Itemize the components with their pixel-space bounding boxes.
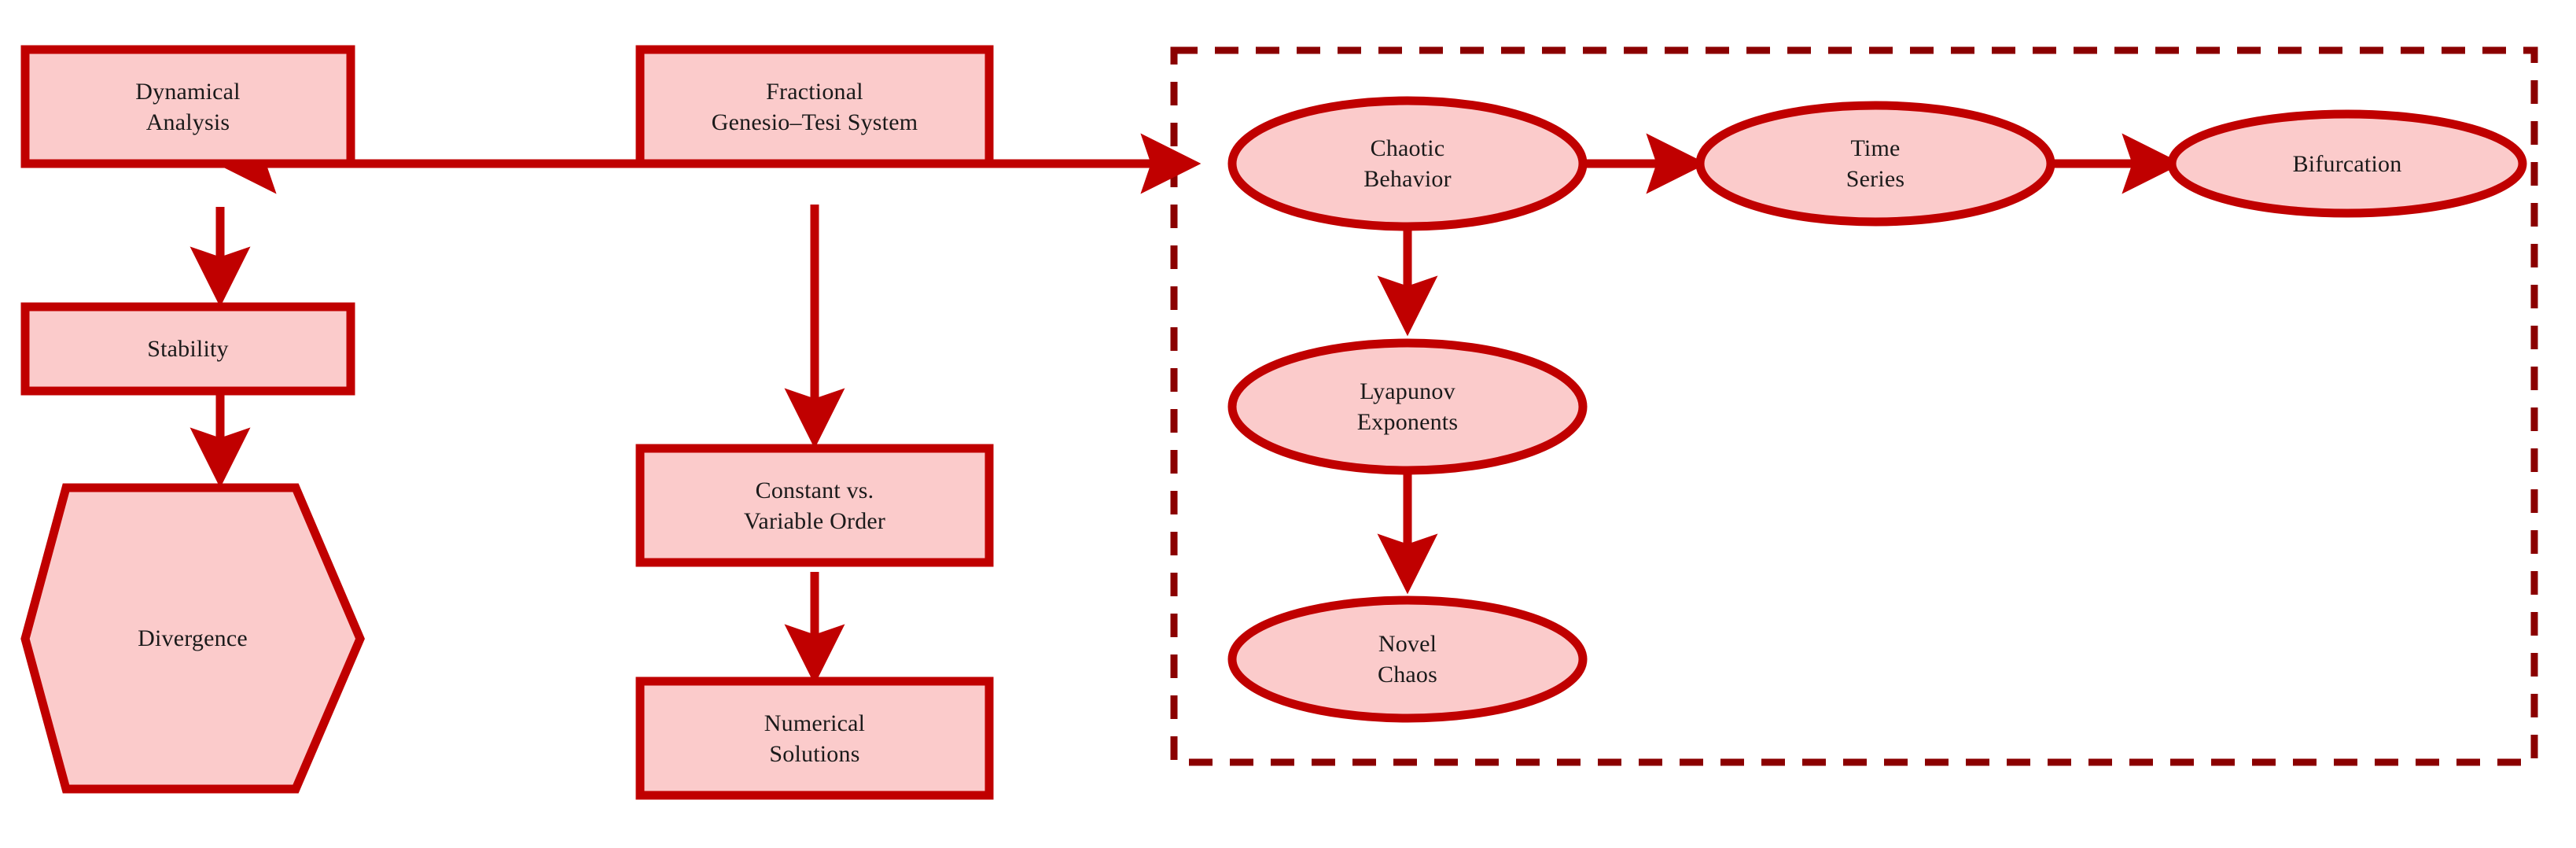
node-shape-time-series[interactable] bbox=[1695, 101, 2055, 227]
node-shape-chaotic-behavior[interactable] bbox=[1227, 96, 1588, 231]
node-shape-bifurcation[interactable] bbox=[2167, 109, 2527, 218]
node-shape-lyapunov-exponents[interactable] bbox=[1227, 338, 1588, 475]
node-shape-novel-chaos[interactable] bbox=[1227, 595, 1588, 723]
chaos-analysis-group-border bbox=[1170, 46, 2538, 766]
node-shape-dynamical-analysis[interactable] bbox=[20, 45, 355, 168]
node-shape-constant-vs-variable-order[interactable] bbox=[635, 444, 994, 567]
node-shape-stability[interactable] bbox=[20, 302, 355, 396]
node-shape-numerical-solutions[interactable] bbox=[635, 677, 994, 800]
node-shape-divergence[interactable] bbox=[20, 483, 365, 794]
node-shape-fractional-system[interactable] bbox=[635, 45, 994, 168]
